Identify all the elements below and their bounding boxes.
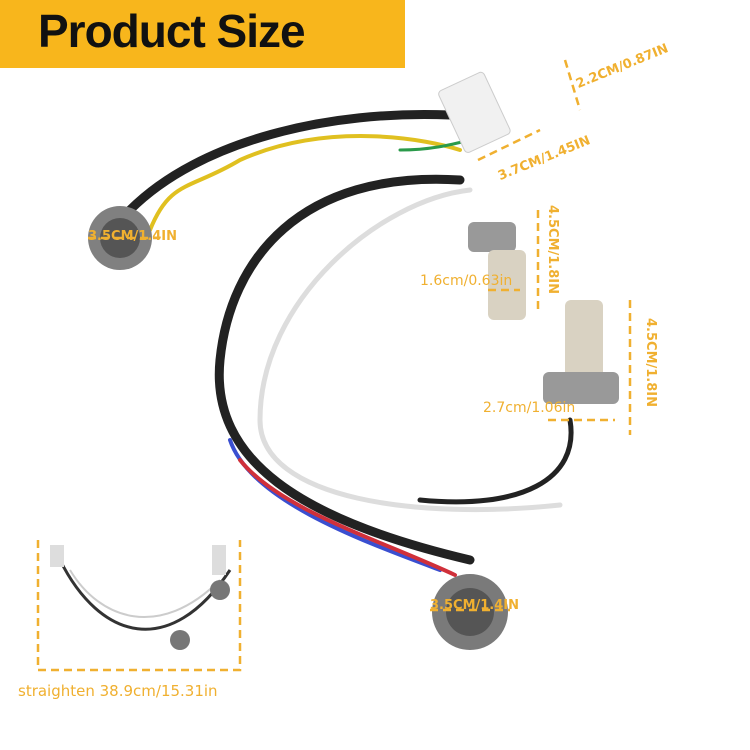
black-wire-main	[214, 174, 475, 565]
small-socket-height-label: 4.5CM/1.8IN	[545, 205, 560, 295]
dimension-lines	[36, 59, 632, 672]
straightened-thumbnail	[50, 545, 232, 650]
red-wire	[238, 458, 457, 577]
white-wire	[257, 187, 563, 513]
yellow-wire	[148, 134, 462, 232]
large-socket	[543, 300, 619, 404]
black-wire-socket	[417, 417, 574, 505]
straighten-length-label: straighten 38.9cm/15.31in	[18, 682, 218, 700]
title-banner: Product Size	[0, 0, 405, 68]
socket-left-label: 3.5CM/1.4IN	[88, 229, 178, 244]
socket-bottom-label: 3.5CM/1.4IN	[430, 598, 520, 613]
white-connector	[438, 71, 511, 153]
banner-title: Product Size	[38, 5, 306, 57]
small-socket	[468, 222, 526, 320]
top-harness	[125, 110, 455, 215]
socket-bottom	[432, 574, 508, 650]
large-socket-height-label: 4.5CM/1.8IN	[643, 318, 658, 408]
small-socket-width-label: 1.6cm/0.63in	[420, 273, 513, 289]
large-socket-width-label: 2.7cm/1.06in	[483, 400, 576, 416]
